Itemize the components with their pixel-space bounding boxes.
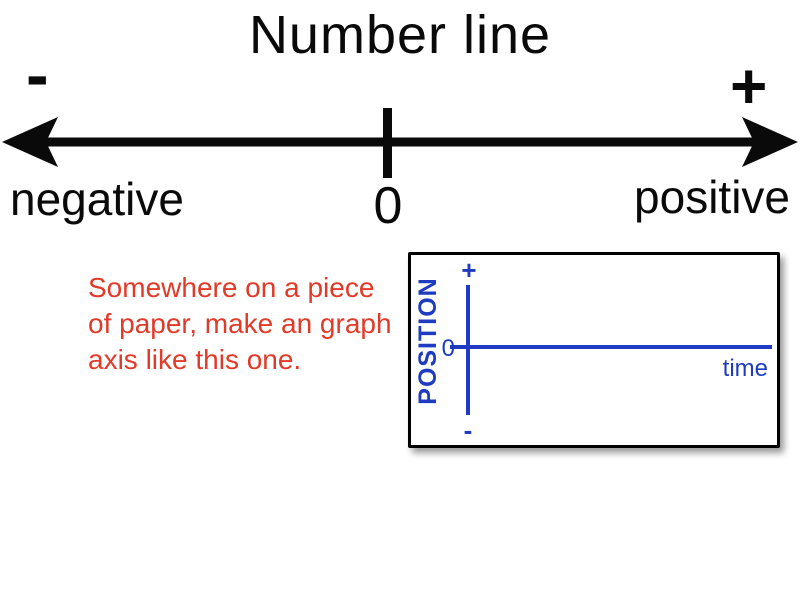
y-axis-minus-sign: - xyxy=(464,415,473,445)
plus-sign: + xyxy=(730,50,768,122)
origin-zero-label: 0 xyxy=(442,335,455,362)
instruction-line: axis like this one. xyxy=(88,344,302,375)
number-line xyxy=(2,108,798,178)
instruction-text: Somewhere on a piece of paper, make an g… xyxy=(88,270,392,378)
positive-label: positive xyxy=(634,171,790,223)
zero-tick xyxy=(383,108,392,178)
arrowhead-right-icon xyxy=(742,117,798,167)
position-time-axes: + - 0 POSITION time xyxy=(414,255,772,445)
position-time-graph-panel: + - 0 POSITION time xyxy=(408,252,780,448)
negative-label: negative xyxy=(10,173,184,225)
y-axis-plus-sign: + xyxy=(461,255,476,285)
zero-label: 0 xyxy=(373,177,403,235)
minus-sign: - xyxy=(26,37,49,113)
instruction-line: Somewhere on a piece xyxy=(88,272,375,303)
arrowhead-left-icon xyxy=(2,117,58,167)
x-axis-title: time xyxy=(723,355,768,382)
y-axis-title: POSITION xyxy=(414,277,442,404)
page-title: Number line xyxy=(248,5,552,65)
instruction-line: of paper, make an graph xyxy=(88,308,392,339)
